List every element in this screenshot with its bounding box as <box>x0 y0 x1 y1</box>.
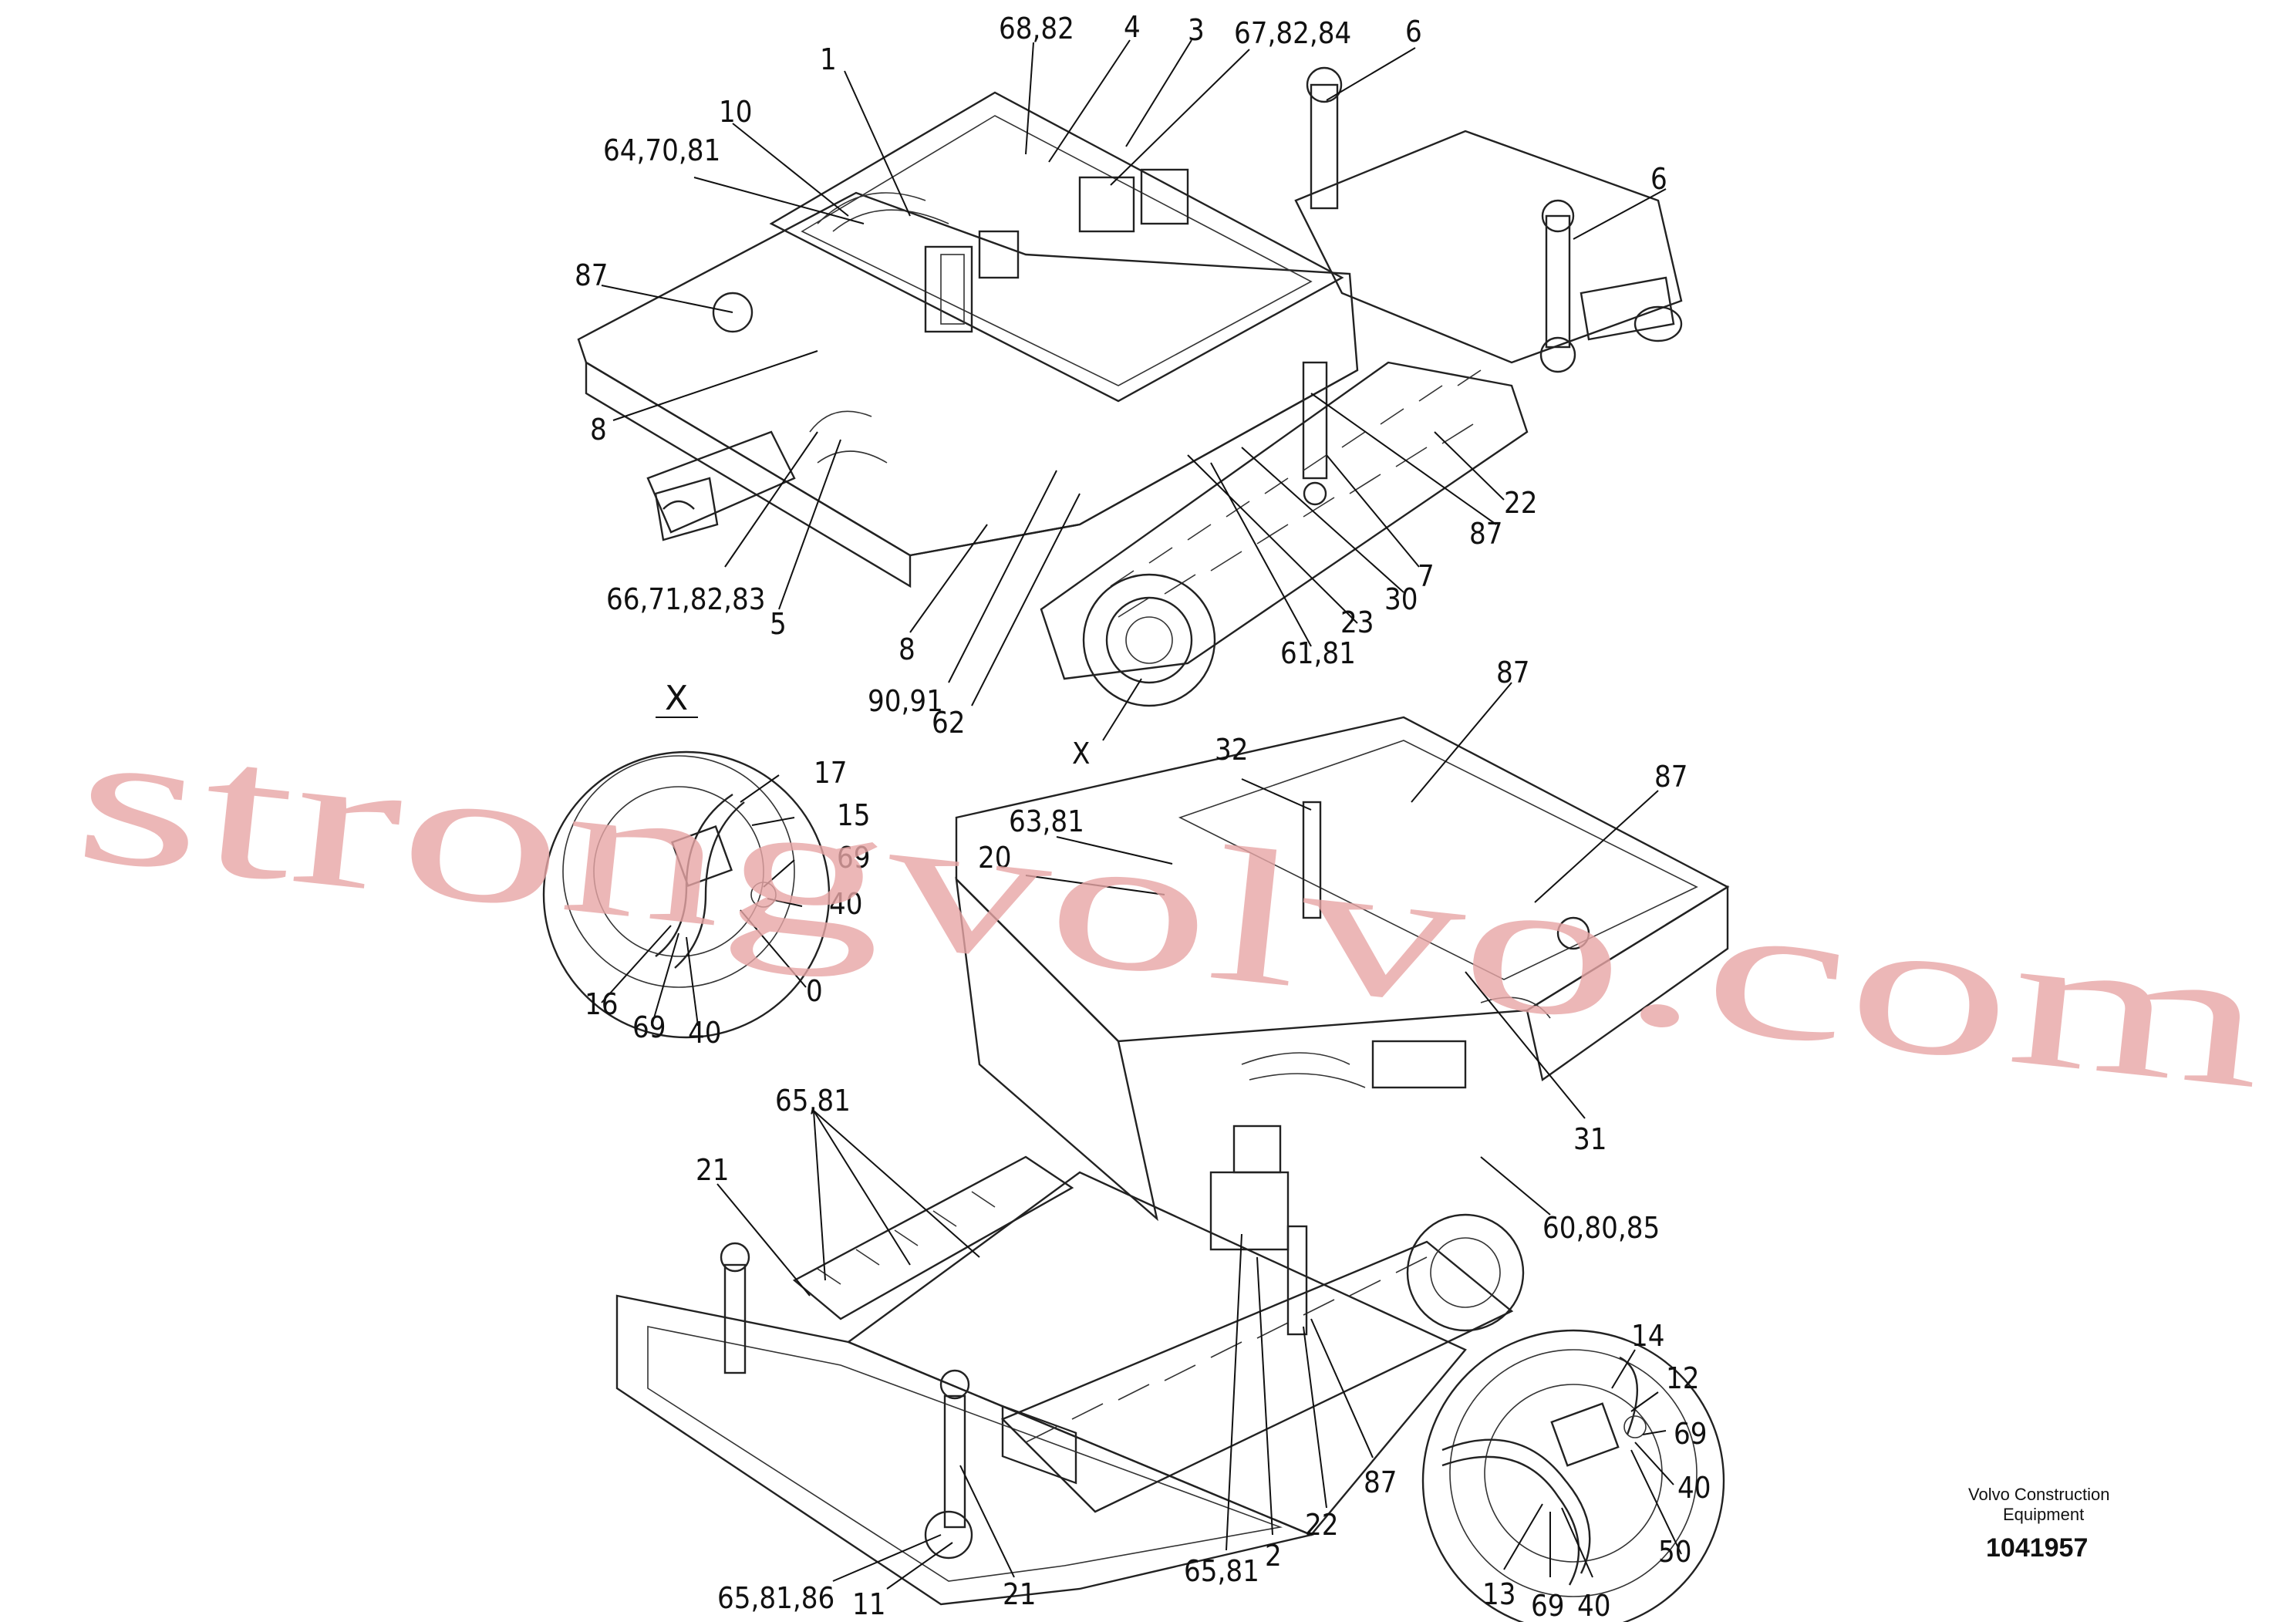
leader-lines <box>601 39 1682 1590</box>
callout-0: 0 <box>806 974 823 1008</box>
callout-87-lower-right: 87 <box>1654 760 1688 794</box>
watermark-text: strongvolvo.com <box>66 687 2274 1129</box>
callout-6-right: 6 <box>1650 162 1667 196</box>
callout-13: 13 <box>1482 1577 1516 1611</box>
callout-14: 14 <box>1631 1319 1665 1353</box>
callout-90-91: 90,91 <box>868 684 943 718</box>
callout-65-81-bottom: 65,81 <box>1184 1554 1259 1588</box>
callout-40-upper-b: 40 <box>688 1016 722 1050</box>
callout-68-82: 68,82 <box>999 12 1074 46</box>
callouts-bottom: 87 32 87 63,81 20 31 65,81 21 60,80,85 8… <box>696 656 1688 1621</box>
callout-5: 5 <box>770 607 787 641</box>
callout-8-left: 8 <box>590 413 607 447</box>
callout-64-70-81: 64,70,81 <box>603 133 720 167</box>
callout-x-pointer: X <box>1072 737 1090 771</box>
callout-65-81-86: 65,81,86 <box>717 1581 834 1615</box>
callout-61-81: 61,81 <box>1280 636 1356 670</box>
callout-69-upper-a: 69 <box>837 841 871 875</box>
callout-4: 4 <box>1124 10 1141 44</box>
detail-lower <box>1421 1329 1725 1622</box>
callout-65-81-top: 65,81 <box>775 1084 851 1118</box>
callout-23: 23 <box>1340 605 1374 639</box>
callout-15: 15 <box>837 798 871 832</box>
callout-87-lower-top: 87 <box>1496 656 1530 690</box>
callouts-top: 1 68,82 4 3 67,82,84 6 10 64,70,81 6 87 … <box>575 10 1667 771</box>
callout-22-bottom: 22 <box>1305 1508 1339 1542</box>
callout-66-71-82-83: 66,71,82,83 <box>606 582 766 616</box>
callouts-detail-lower: 14 12 69 40 50 13 69 40 <box>1482 1319 1711 1622</box>
lower-frame-assembly <box>615 716 1730 1606</box>
callout-87-left: 87 <box>575 258 609 292</box>
callout-7: 7 <box>1418 559 1435 593</box>
callout-22-top: 22 <box>1504 486 1538 520</box>
title-block: Volvo Construction Equipment 1041957 <box>1968 1485 2109 1563</box>
callout-1: 1 <box>820 42 837 76</box>
callout-30: 30 <box>1384 582 1418 616</box>
callout-60-80-85: 60,80,85 <box>1542 1211 1660 1245</box>
callout-12: 12 <box>1666 1361 1700 1395</box>
callout-11: 11 <box>852 1587 886 1621</box>
callout-32: 32 <box>1215 733 1249 767</box>
callout-69-upper-b: 69 <box>632 1010 666 1044</box>
callout-40-lower-b: 40 <box>1577 1589 1611 1622</box>
callout-31: 31 <box>1573 1122 1607 1156</box>
callout-6-top: 6 <box>1405 15 1422 49</box>
company-name-line2: Equipment <box>2003 1505 2084 1524</box>
callout-2: 2 <box>1265 1539 1282 1573</box>
callout-69-lower-b: 69 <box>1531 1589 1565 1622</box>
drawing-number: 1041957 <box>1986 1533 2088 1563</box>
callout-20: 20 <box>978 841 1012 875</box>
callout-62: 62 <box>932 706 966 740</box>
callout-8-bottom: 8 <box>899 632 915 666</box>
company-name-line1: Volvo Construction <box>1968 1485 2109 1504</box>
callout-21-left: 21 <box>696 1153 730 1187</box>
callout-40-upper-a: 40 <box>829 887 863 921</box>
callout-21-bottom: 21 <box>1003 1577 1037 1611</box>
upper-frame-assembly <box>577 66 1683 707</box>
detail-x-upper <box>542 750 831 1039</box>
callout-40-lower-a: 40 <box>1677 1471 1711 1505</box>
callout-63-81: 63,81 <box>1009 804 1084 838</box>
detail-x-label: X <box>665 679 688 718</box>
callout-17: 17 <box>814 756 848 790</box>
callout-69-lower-a: 69 <box>1674 1417 1708 1451</box>
callout-50: 50 <box>1658 1535 1692 1569</box>
callout-87-right: 87 <box>1469 517 1503 551</box>
callout-67-82-84: 67,82,84 <box>1234 16 1351 50</box>
callout-87-lower-bottom: 87 <box>1364 1465 1397 1499</box>
callout-3: 3 <box>1188 13 1205 47</box>
callout-16: 16 <box>585 987 619 1021</box>
callout-10: 10 <box>719 95 753 129</box>
callouts-detail-upper: 17 15 69 40 0 16 69 40 <box>585 756 871 1050</box>
